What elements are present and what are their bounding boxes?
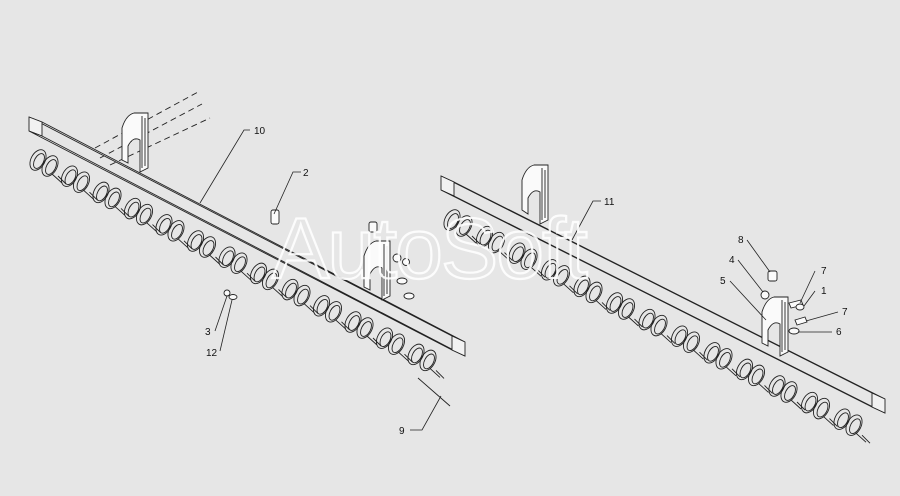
- right-bracket-2: [761, 296, 789, 357]
- spring-tine: [605, 292, 643, 328]
- left-bracket-1: [121, 112, 149, 173]
- spring-tine: [407, 343, 445, 379]
- spring-tine: [670, 325, 708, 361]
- callout-4: 4: [729, 255, 735, 266]
- callout-6: 6: [836, 327, 842, 338]
- spring-tine: [123, 197, 161, 233]
- spring-tine: [92, 181, 130, 217]
- callout-1: 1: [821, 286, 827, 297]
- watermark: AutoSoft: [272, 201, 588, 297]
- spring-tine: [249, 262, 287, 298]
- spring-tine: [735, 358, 773, 394]
- tine-leg-9: [417, 377, 451, 407]
- callout-2: 2: [303, 168, 309, 179]
- spring-tine: [443, 209, 481, 245]
- spring-tine: [155, 214, 193, 250]
- spring-tine: [800, 391, 838, 427]
- left-hardware: [223, 209, 415, 300]
- callout-labels: 10 2 3 12 9 11 8 4 7 5 1 7 6: [205, 126, 848, 437]
- callout-7-upper: 7: [821, 266, 827, 277]
- callout-9: 9: [399, 426, 405, 437]
- callout-3: 3: [205, 327, 211, 338]
- spring-tine: [312, 295, 350, 331]
- spring-tine: [60, 165, 98, 201]
- right-beam: [440, 175, 886, 414]
- left-beam: [28, 116, 466, 357]
- left-spring-tines: [29, 149, 445, 379]
- spring-tine: [540, 259, 578, 295]
- spring-tine: [573, 275, 611, 311]
- spring-tine: [375, 327, 413, 363]
- spring-tine: [638, 308, 676, 344]
- left-bracket-2: [363, 240, 391, 301]
- right-spring-tines: [443, 209, 871, 444]
- spring-tine: [281, 278, 319, 314]
- spring-tine: [186, 230, 224, 266]
- right-bracket-1: [521, 164, 549, 225]
- spring-tine: [218, 246, 256, 282]
- callout-10: 10: [254, 126, 266, 137]
- callout-12: 12: [206, 348, 218, 359]
- leader-lines: [199, 129, 839, 431]
- right-harrow-assembly: [440, 164, 886, 444]
- right-hardware: [760, 270, 808, 335]
- spring-tine: [29, 149, 67, 185]
- left-harrow-assembly: [28, 91, 466, 407]
- callout-8: 8: [738, 235, 744, 246]
- left-dashed-extension: [94, 91, 211, 166]
- callout-11: 11: [604, 197, 615, 208]
- spring-tine: [833, 408, 871, 444]
- callout-5: 5: [720, 276, 726, 287]
- callout-7-lower: 7: [842, 307, 848, 318]
- spring-tine: [768, 375, 806, 411]
- spring-tine: [344, 311, 382, 347]
- spring-tine: [703, 342, 741, 378]
